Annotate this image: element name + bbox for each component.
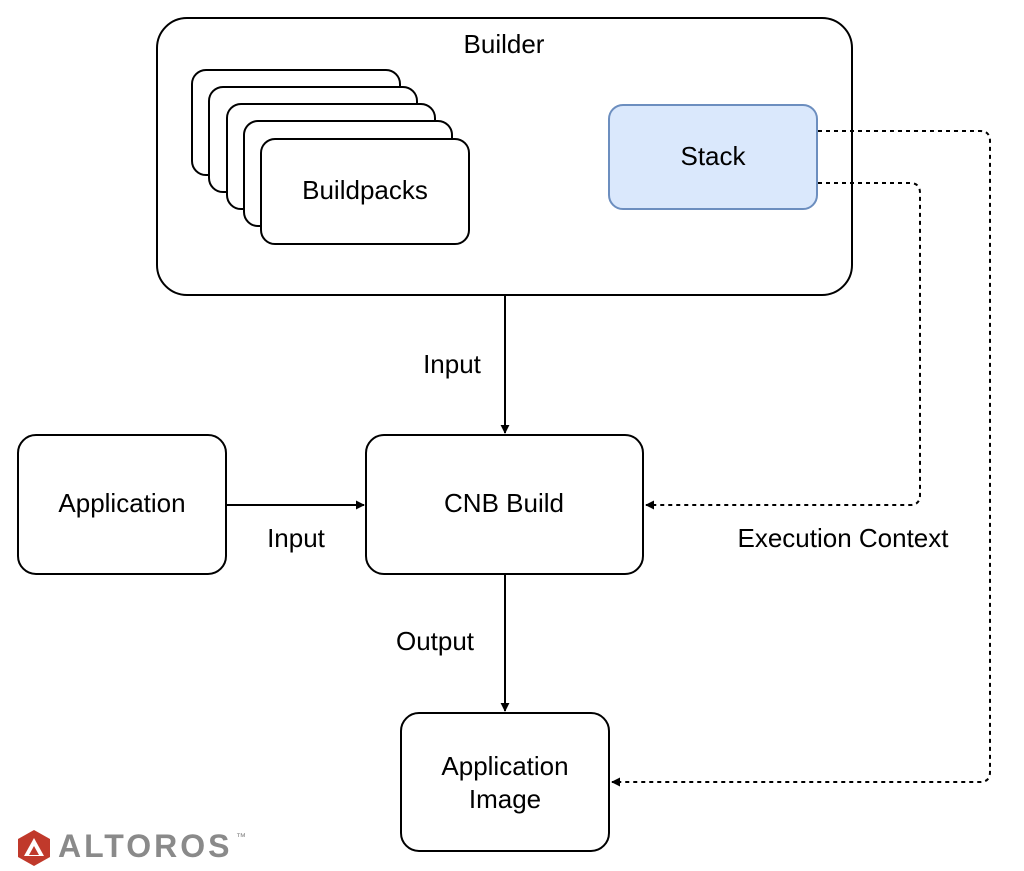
buildpack-card-front — [260, 138, 470, 245]
execution-context-label: Execution Context — [737, 523, 949, 553]
cnb-build-node: CNB Build — [365, 434, 644, 575]
altoros-mark-icon — [18, 830, 50, 866]
stack-to-build-dashed-arrow — [645, 182, 921, 510]
altoros-logo: ALTOROS ™ — [18, 828, 246, 866]
builder-group: Builder Buildpacks Stack — [156, 17, 853, 296]
application-image-box — [400, 712, 610, 852]
builder-input-label: Input — [423, 349, 482, 379]
application-node: Application — [17, 434, 227, 575]
stack-box — [608, 104, 818, 210]
buildpacks-label: Buildpacks — [302, 175, 428, 205]
output-label: Output — [396, 626, 475, 656]
application-image-node: Application Image — [400, 712, 610, 852]
buildpacks-stack: Buildpacks — [191, 69, 470, 245]
altoros-trademark: ™ — [236, 832, 246, 843]
stack-node: Stack — [608, 104, 818, 210]
edges — [227, 130, 991, 787]
stack-label: Stack — [680, 141, 746, 171]
builder-title: Builder — [464, 29, 545, 59]
application-image-label: Application — [441, 751, 568, 781]
altoros-logo-text: ALTOROS — [58, 828, 232, 864]
application-label: Application — [58, 488, 185, 518]
application-input-label: Input — [267, 523, 326, 553]
application-box — [17, 434, 227, 575]
cnb-build-box — [365, 434, 644, 575]
cnb-build-label: CNB Build — [444, 488, 564, 518]
application-image-label-line2: Image — [469, 784, 541, 814]
